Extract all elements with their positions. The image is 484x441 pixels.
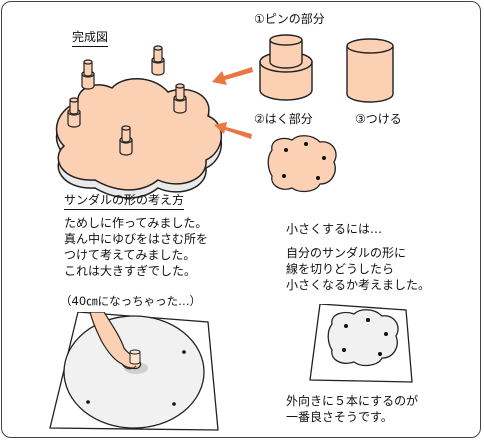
- size-note: （40㎝になっちゃった…）: [60, 294, 202, 308]
- body-line-1: ためしに作ってみました。: [64, 216, 208, 230]
- shrink-line-2: 線を切りどうしたら: [286, 262, 395, 276]
- arrows: [212, 67, 253, 139]
- arrow-to-strap: [214, 122, 252, 139]
- small-trial-illustration: [309, 304, 413, 383]
- attach-part-illustration: [346, 38, 394, 103]
- pin-3: [173, 83, 187, 114]
- strap-part-label: ②はく部分: [254, 112, 313, 126]
- pin-5: [119, 125, 133, 156]
- body-line-4: これは大きすぎでした。: [64, 264, 197, 278]
- attach-label: ③つける: [355, 112, 402, 126]
- strap-part-illustration: [267, 135, 337, 193]
- pin-1: [81, 59, 95, 90]
- conclusion-line-2: 一番良さそうです。: [286, 410, 393, 424]
- sandal-base: [55, 78, 223, 191]
- pin-part-label: ①ピンの部分: [254, 12, 325, 26]
- shrink-heading: 小さくするには…: [286, 222, 383, 236]
- sandal-shape-heading: サンダルの形の考え方: [64, 193, 185, 210]
- complete-view-label: 完成図: [72, 30, 109, 47]
- body-line-2: 真ん中にゆびをはさむ所を: [64, 232, 209, 246]
- shrink-line-3: 小さくなるか考えました。: [286, 278, 431, 292]
- large-trial-illustration: [49, 312, 219, 431]
- pin-4: [67, 97, 81, 128]
- complete-sandal-illustration: [55, 45, 223, 199]
- shrink-line-1: 自分のサンダルの形に: [286, 246, 407, 260]
- arrow-to-base: [212, 67, 253, 85]
- body-line-3: つけて考えてみました。: [64, 248, 196, 262]
- conclusion-line-1: 外向きに５本にするのが: [286, 394, 419, 408]
- pin-2: [151, 45, 165, 76]
- pin-part-illustration: [259, 34, 313, 101]
